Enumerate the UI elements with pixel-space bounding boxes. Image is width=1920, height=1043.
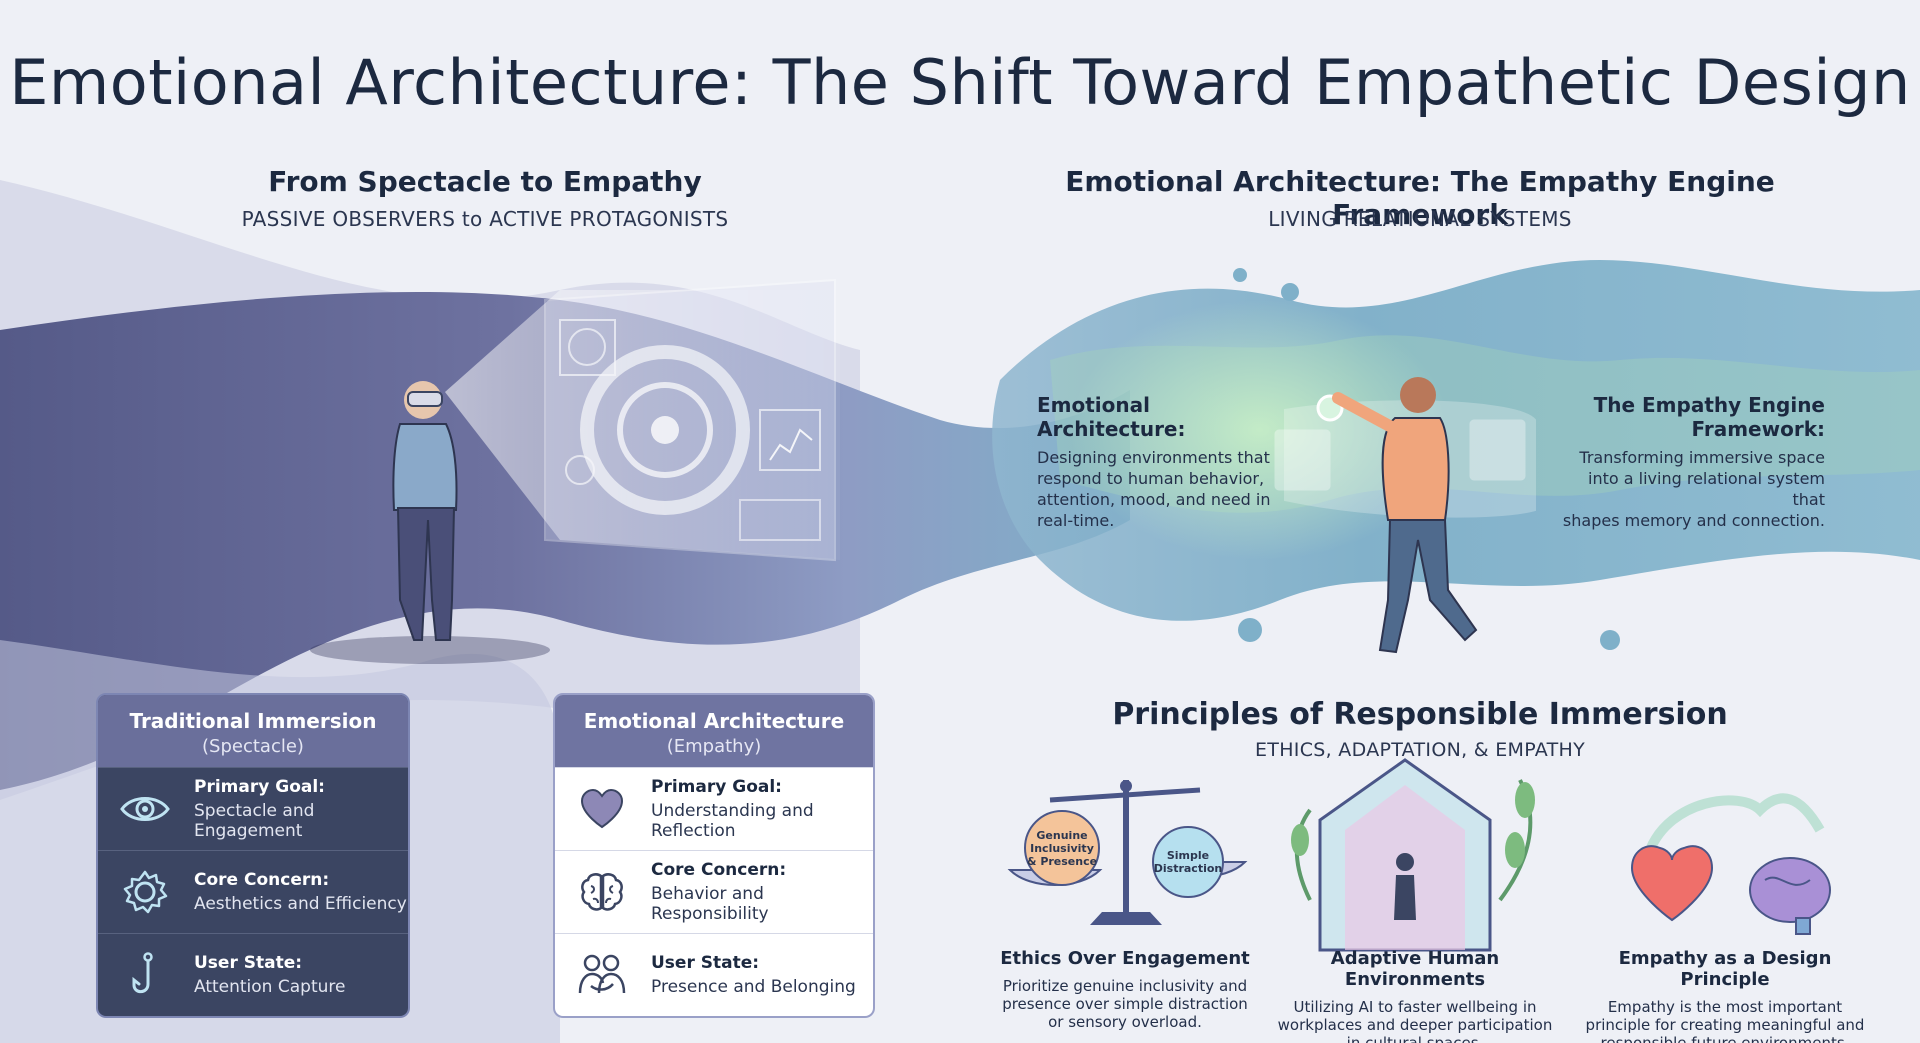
scale-left-label: Genuine Inclusivity & Presence [1026, 829, 1098, 868]
heart-icon [573, 780, 631, 838]
empathy-engine-title: The Empathy Engine Framework: [1593, 393, 1825, 441]
scale-illustration [1007, 780, 1248, 925]
page-title: Emotional Architecture: The Shift Toward… [9, 46, 1911, 119]
house-illustration [1291, 758, 1535, 952]
left-section-title: From Spectacle to Empathy [268, 165, 702, 198]
empathy-engine-definition: The Empathy Engine Framework: Transformi… [1560, 393, 1825, 531]
ea-definition-body: Designing environments that respond to h… [1037, 448, 1271, 530]
card-row-primary-goal: Primary Goal: Spectacle and Engagement [98, 767, 408, 850]
card-subtitle: (Spectacle) [202, 736, 304, 757]
principle-adaptive: Adaptive Human Environments Utilizing AI… [1277, 948, 1553, 1043]
right-section-title: Emotional Architecture: The Empathy Engi… [1065, 165, 1775, 231]
card-title: Emotional Architecture [583, 709, 845, 733]
gear-icon [116, 863, 174, 921]
eye-icon [116, 780, 174, 838]
active-protagonist-figure [1274, 377, 1536, 654]
card-row-user-state: User State: Presence and Belonging [555, 933, 873, 1016]
card-row-user-state: User State: Attention Capture [98, 933, 408, 1016]
ea-definition-title: Emotional Architecture: [1037, 393, 1186, 441]
principle-ethics: Ethics Over Engagement Prioritize genuin… [1000, 948, 1250, 1031]
scale-right-label: Simple Distraction [1153, 849, 1223, 875]
card-row-core-concern: Core Concern: Behavior and Responsibilit… [555, 850, 873, 933]
brain-icon [573, 863, 631, 921]
principles-title: Principles of Responsible Immersion [1112, 697, 1728, 732]
right-section-subtitle: LIVING RELATIONAL SYSTEMS [1268, 207, 1572, 231]
card-header: Emotional Architecture (Empathy) [555, 695, 873, 767]
vr-observer-figure [310, 381, 550, 664]
principle-empathy: Empathy as a Design Principle Empathy is… [1585, 948, 1865, 1043]
traditional-immersion-card: Traditional Immersion (Spectacle) Primar… [96, 693, 410, 1018]
heart-brain-illustration [1630, 793, 1831, 935]
card-header: Traditional Immersion (Spectacle) [98, 695, 408, 767]
principles-subtitle: ETHICS, ADAPTATION, & EMPATHY [1255, 739, 1585, 761]
card-row-core-concern: Core Concern: Aesthetics and Efficiency [98, 850, 408, 933]
empathy-engine-body: Transforming immersive space into a livi… [1562, 448, 1825, 530]
hook-icon [116, 946, 174, 1004]
emotional-architecture-card: Emotional Architecture (Empathy) Primary… [553, 693, 875, 1018]
card-row-primary-goal: Primary Goal: Understanding and Reflecti… [555, 767, 873, 850]
people-icon [573, 946, 631, 1004]
left-section-subtitle: PASSIVE OBSERVERS to ACTIVE PROTAGONISTS [241, 207, 729, 231]
emotional-architecture-definition: Emotional Architecture: Designing enviro… [1037, 393, 1297, 531]
card-title: Traditional Immersion [129, 709, 377, 733]
card-subtitle: (Empathy) [666, 736, 762, 757]
